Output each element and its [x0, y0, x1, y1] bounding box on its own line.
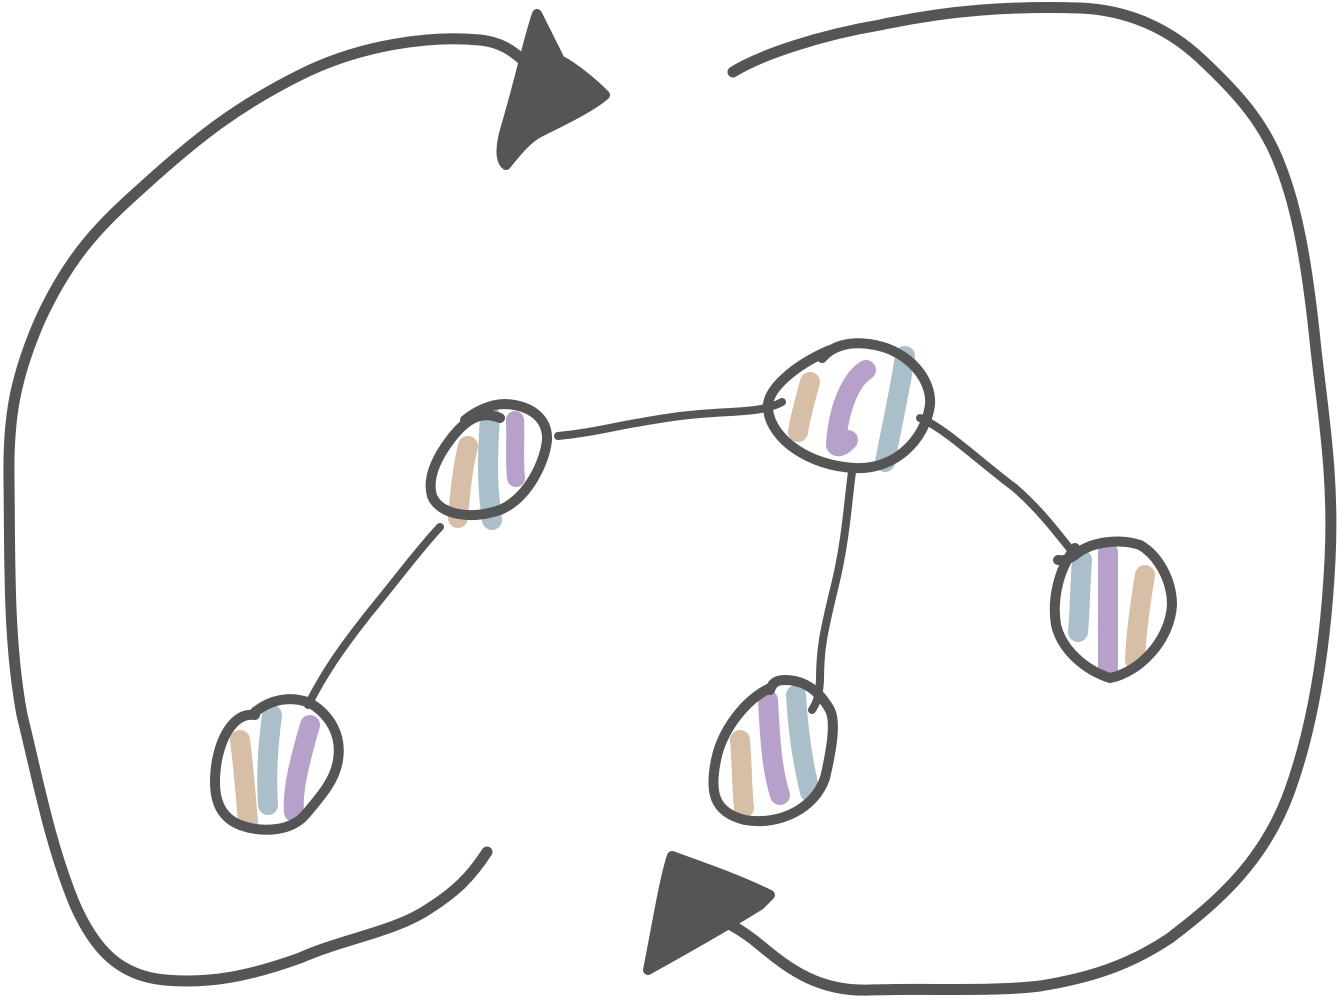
node-b-outline: [762, 338, 936, 474]
node-c-stripe-purple: [283, 715, 320, 822]
node-c-outline: [210, 694, 344, 835]
node-e-outline: [1049, 536, 1177, 683]
node-a-stripe-tan: [448, 436, 478, 528]
node-c-stripe-tan: [230, 730, 258, 832]
arrow-left-loop-shaft: [3, 33, 531, 987]
node-d-stripe-purple: [758, 690, 790, 805]
node-d-stripe-tan: [730, 730, 754, 818]
arrow-right-loop-shaft: [699, 2, 1337, 996]
node-b: [762, 338, 936, 474]
node-b-stripe-slate: [875, 346, 915, 472]
edge-b-d: [808, 468, 856, 714]
arrow-right-loop: [643, 2, 1337, 996]
node-c-stripe-slate: [257, 705, 282, 815]
node-d-outline: [708, 675, 838, 827]
edge-b-e: [916, 414, 1079, 559]
node-b-stripe-tan: [788, 372, 820, 442]
node-e-stripe-slate: [1068, 550, 1092, 642]
node-b-stripe-purple: [826, 360, 876, 457]
node-e: [1049, 536, 1177, 683]
node-d-stripe-slate: [786, 685, 820, 802]
edge-a-c: [304, 523, 444, 709]
node-a: [425, 399, 552, 530]
edge-a-b: [554, 398, 786, 440]
node-a-stripe-purple: [506, 411, 525, 487]
arrow-right-loop-head: [643, 851, 775, 975]
node-a-stripe-slate: [478, 406, 502, 530]
edges: [304, 398, 1079, 714]
node-c: [210, 694, 344, 835]
node-d: [708, 675, 838, 827]
arrow-left-loop: [3, 9, 610, 987]
node-e-stripe-tan: [1125, 565, 1155, 670]
arrow-left-loop-head: [496, 9, 610, 170]
node-a-outline: [425, 399, 552, 520]
